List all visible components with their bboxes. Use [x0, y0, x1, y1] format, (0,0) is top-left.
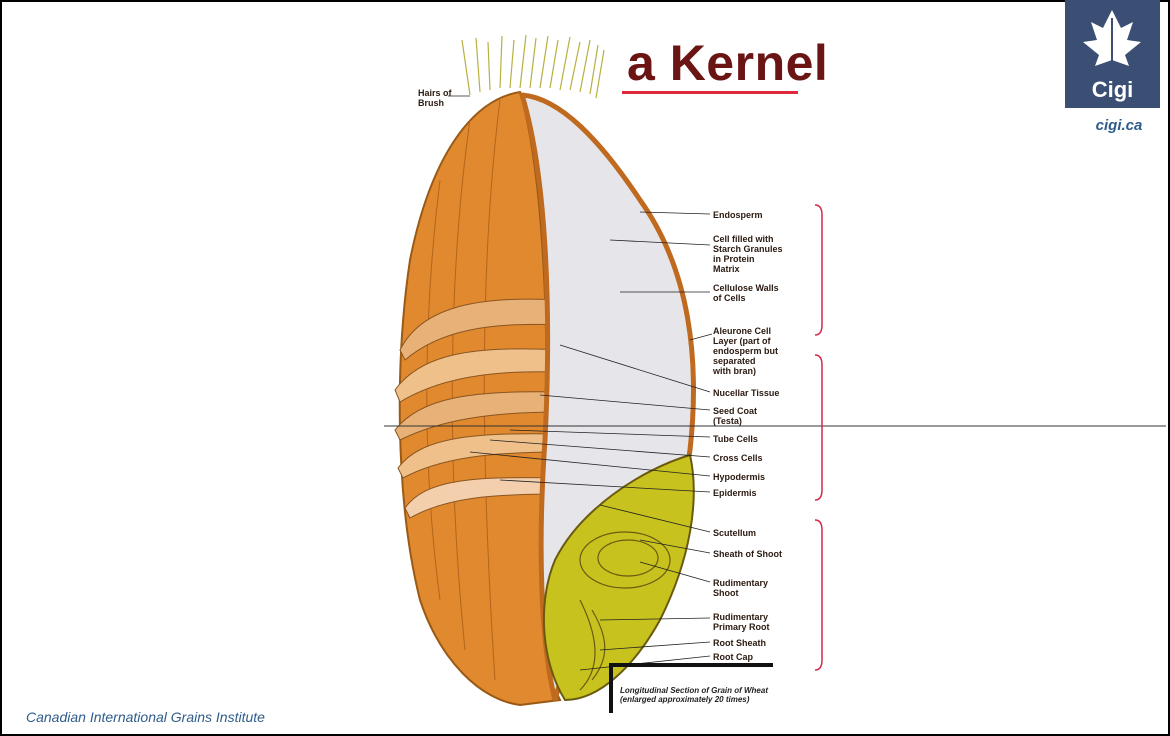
- label-rudimentary-root: Rudimentary Primary Root: [713, 612, 770, 632]
- label-rudimentary-shoot: Rudimentary Shoot: [713, 578, 768, 598]
- page-title: a Kernel: [627, 34, 828, 92]
- group-brackets: [815, 205, 822, 670]
- label-root-cap: Root Cap: [713, 652, 753, 662]
- brush-hairs: [462, 35, 604, 98]
- label-hairs: Hairs of Brush: [418, 88, 452, 108]
- label-scutellum: Scutellum: [713, 528, 756, 538]
- diagram-caption: Longitudinal Section of Grain of Wheat (…: [620, 686, 768, 704]
- footer-text: Canadian International Grains Institute: [26, 709, 265, 725]
- label-tube-cells: Tube Cells: [713, 434, 758, 444]
- wheat-leaf-icon: [1065, 0, 1160, 80]
- label-root-sheath: Root Sheath: [713, 638, 766, 648]
- label-epidermis: Epidermis: [713, 488, 757, 498]
- label-cell-starch: Cell filled with Starch Granules in Prot…: [713, 234, 783, 274]
- label-seed-coat: Seed Coat (Testa): [713, 406, 757, 426]
- label-cross-cells: Cross Cells: [713, 453, 763, 463]
- title-underline: [622, 91, 798, 94]
- label-hypodermis: Hypodermis: [713, 472, 765, 482]
- label-endosperm: Endosperm: [713, 210, 763, 220]
- site-link[interactable]: cigi.ca: [1074, 117, 1164, 134]
- label-sheath-shoot: Sheath of Shoot: [713, 549, 782, 559]
- logo-text: Cigi: [1065, 77, 1160, 103]
- label-cellulose: Cellulose Walls of Cells: [713, 283, 779, 303]
- label-aleurone: Aleurone Cell Layer (part of endosperm b…: [713, 326, 778, 376]
- label-nucellar: Nucellar Tissue: [713, 388, 779, 398]
